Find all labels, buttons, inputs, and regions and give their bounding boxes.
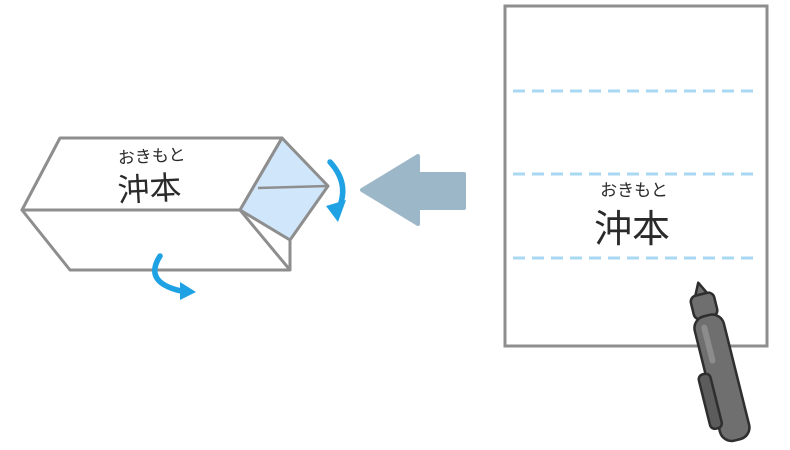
- eraser: おきもと 沖本: [20, 136, 330, 272]
- left-arrow-icon: [360, 154, 466, 226]
- eraser-furigana: おきもと: [117, 145, 186, 169]
- paper-furigana: おきもと: [600, 181, 668, 201]
- eraser-end-crease: [257, 184, 329, 190]
- pen-icon: [689, 281, 751, 443]
- paper-sheet: おきもと 沖本: [503, 4, 769, 348]
- curved-arrow-icon: [152, 253, 196, 300]
- curved-arrow-icon: [326, 159, 346, 222]
- eraser-name: 沖本: [116, 168, 182, 209]
- paper-name: 沖本: [594, 207, 670, 251]
